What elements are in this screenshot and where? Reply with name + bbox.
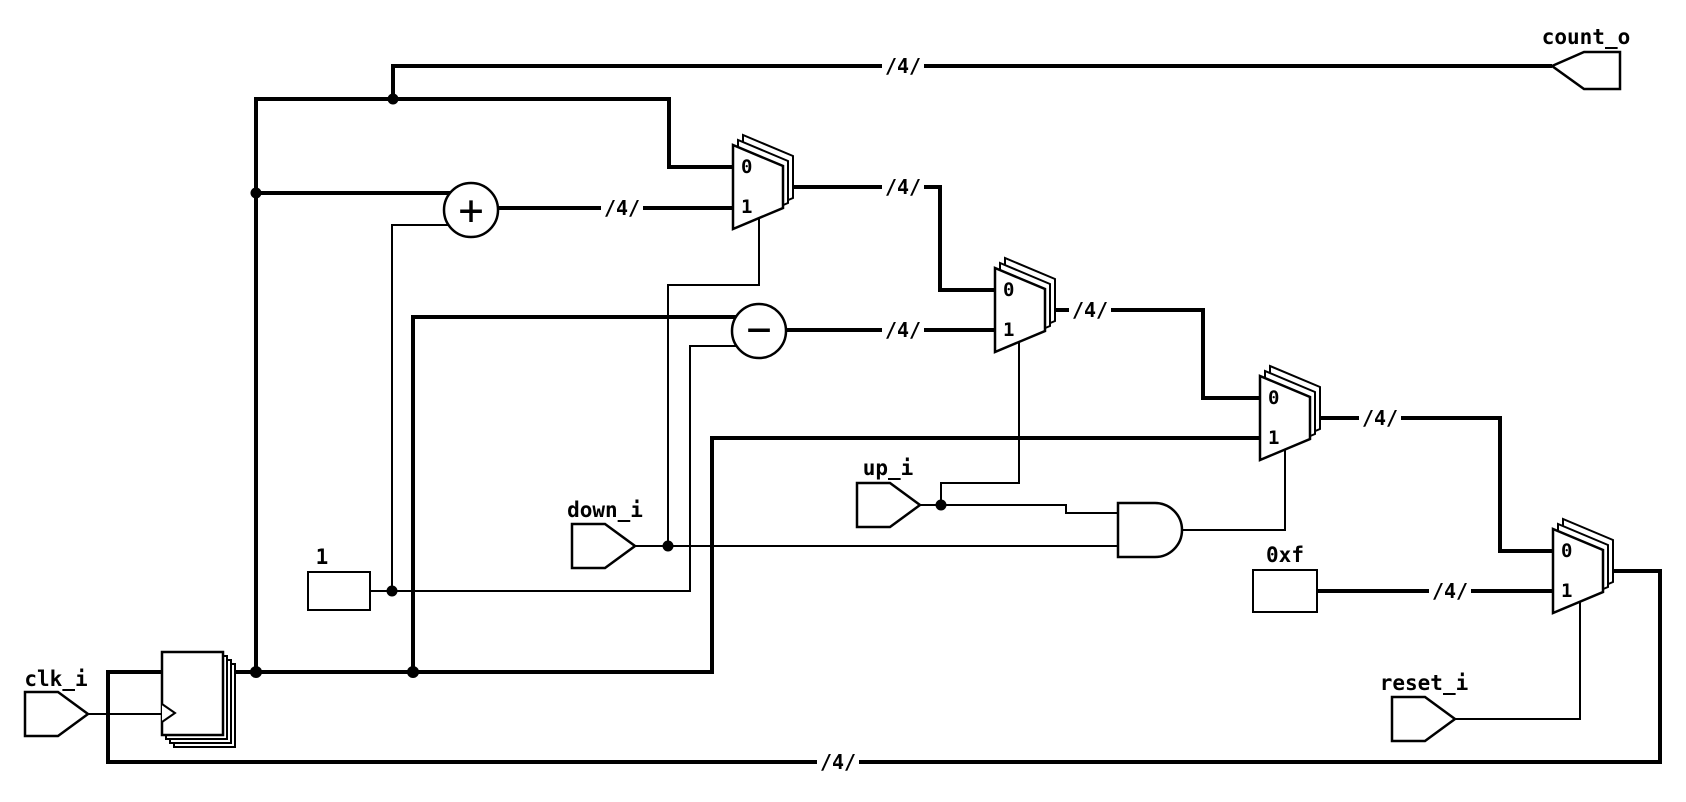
wire-and-to-mux3-select xyxy=(1182,449,1286,531)
wire-q-to-count-o xyxy=(391,64,1552,99)
junction-dot xyxy=(387,93,399,105)
wire-q-to-subtractor xyxy=(411,315,736,672)
port-up-i: up_i xyxy=(855,456,923,529)
adder-circle xyxy=(442,181,500,239)
signal-wires xyxy=(88,218,1581,720)
junction-dot xyxy=(935,499,947,511)
mux-in1-label: 1 xyxy=(1268,427,1279,449)
svg-text:/4/: /4/ xyxy=(1362,406,1398,430)
svg-text:/4/: /4/ xyxy=(885,175,921,199)
port-count-o: count_o xyxy=(1542,25,1631,91)
bus-wires xyxy=(106,64,1662,764)
svg-text:/4/: /4/ xyxy=(604,196,640,220)
bus-width-marker: /4/ xyxy=(1359,406,1401,430)
subtractor-circle xyxy=(730,302,788,360)
bus-width-marker: /4/ xyxy=(1069,298,1111,322)
mux-in1-label: 1 xyxy=(741,196,752,218)
junction-dot xyxy=(250,666,262,678)
svg-text:/4/: /4/ xyxy=(885,54,921,78)
port-clk-i: clk_i xyxy=(23,667,91,738)
mux-body xyxy=(731,143,785,231)
port-label: up_i xyxy=(863,456,914,480)
mux-body xyxy=(993,266,1047,354)
port-label: count_o xyxy=(1542,25,1631,49)
constant-box xyxy=(307,571,371,611)
wire-mux1-to-mux2 xyxy=(783,185,995,292)
bus-width-marker: /4/ xyxy=(882,318,924,342)
mux-sub: 0 1 xyxy=(993,256,1056,354)
constant-label: 0xf xyxy=(1266,543,1304,567)
bus-width-marker: /4/ xyxy=(817,750,859,774)
bus-width-marker: /4/ xyxy=(882,175,924,199)
bus-width-marker: /4/ xyxy=(601,196,643,220)
wire-const1-to-adder xyxy=(391,224,449,591)
bus-width-labels: /4/ /4/ /4/ /4/ /4/ /4/ /4/ /4/ xyxy=(601,54,1471,774)
input-port-icon xyxy=(1390,695,1458,743)
mux-add: 0 1 xyxy=(731,133,794,231)
wire-mux1-select-downi xyxy=(667,218,760,546)
junction-dot xyxy=(250,187,262,199)
junction-dot xyxy=(662,540,674,552)
register-dff xyxy=(160,650,236,748)
plus-icon: + xyxy=(458,186,483,235)
svg-text:/4/: /4/ xyxy=(885,318,921,342)
constant-0xf: 0xf xyxy=(1252,543,1318,613)
port-label: reset_i xyxy=(1380,671,1469,695)
constant-one: 1 xyxy=(307,545,371,611)
minus-icon: − xyxy=(746,305,771,354)
junction-dots xyxy=(250,93,947,678)
junction-dot xyxy=(386,585,398,597)
wire-mux2-select-upi xyxy=(940,342,1020,505)
register-body xyxy=(160,650,225,737)
wire-const1-to-subtractor xyxy=(370,345,737,592)
input-port-icon xyxy=(855,481,923,529)
svg-text:/4/: /4/ xyxy=(1432,579,1468,603)
and-gate-body xyxy=(1116,501,1184,559)
and-gate xyxy=(1116,501,1184,559)
mux-in0-label: 0 xyxy=(1268,387,1279,409)
mux-in0-label: 0 xyxy=(1003,279,1014,301)
constant-label: 1 xyxy=(316,545,329,569)
mux-hold: 0 1 xyxy=(1258,364,1321,462)
mux-body xyxy=(1258,374,1312,462)
port-reset-i: reset_i xyxy=(1380,671,1469,743)
bus-width-marker: /4/ xyxy=(1429,579,1471,603)
constant-box xyxy=(1252,569,1318,613)
input-port-icon xyxy=(23,690,91,738)
junction-dot xyxy=(407,666,419,678)
port-down-i: down_i xyxy=(567,498,643,570)
clock-triangle-icon xyxy=(161,703,177,723)
mux-in0-label: 0 xyxy=(1561,540,1572,562)
output-port-icon xyxy=(1549,50,1622,91)
svg-text:/4/: /4/ xyxy=(1072,298,1108,322)
port-label: clk_i xyxy=(24,667,87,691)
svg-text:/4/: /4/ xyxy=(820,750,856,774)
wire-reset-to-mux4-select xyxy=(1455,602,1581,720)
adder: + xyxy=(442,181,500,239)
wire-mux2-to-mux3 xyxy=(1045,308,1260,400)
mux-in1-label: 1 xyxy=(1003,319,1014,341)
port-label: down_i xyxy=(567,498,643,522)
wire-mux3-to-mux4 xyxy=(1310,416,1553,553)
wire-up-i-to-and xyxy=(920,504,1118,514)
wire-mux4-to-register-d xyxy=(106,569,1662,764)
wire-register-q-row xyxy=(223,436,1260,674)
subtractor: − xyxy=(730,302,788,360)
mux-in1-label: 1 xyxy=(1561,580,1572,602)
bus-width-marker: /4/ xyxy=(882,54,924,78)
mux-in0-label: 0 xyxy=(741,156,752,178)
mux-body xyxy=(1551,527,1605,615)
mux-reset: 0 1 xyxy=(1551,517,1614,615)
input-port-icon xyxy=(570,522,638,570)
wire-q-feedback-vertical xyxy=(254,97,733,672)
